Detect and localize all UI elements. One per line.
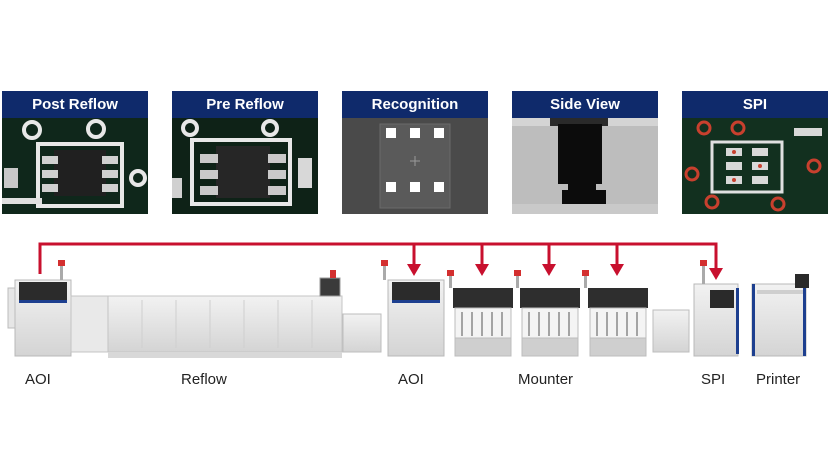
arrowhead-mounter-1 <box>475 264 489 276</box>
arrowhead-aoi <box>407 264 421 276</box>
panel-side-view: Side View <box>512 91 658 214</box>
panel-title: Post Reflow <box>2 91 148 118</box>
side-view-image <box>512 118 658 214</box>
panel-pre-reflow: Pre Reflow <box>172 91 318 214</box>
panel-title: Side View <box>512 91 658 118</box>
machine-mounter-1 <box>447 270 513 357</box>
feedback-line <box>38 242 718 274</box>
machine-label-aoi-2: AOI <box>398 371 424 388</box>
machine-spi <box>693 260 739 357</box>
arrowhead-spi <box>709 268 723 280</box>
panel-spi: SPI <box>682 91 828 214</box>
post-reflow-image <box>2 118 148 214</box>
pre-reflow-image <box>172 118 318 214</box>
machine-label-printer: Printer <box>756 371 801 388</box>
recognition-image <box>342 118 488 214</box>
machine-label-aoi-1: AOI <box>25 371 51 388</box>
feedback-lines <box>38 242 718 274</box>
arrowhead-mounter-2 <box>542 264 556 276</box>
machine-reflow <box>70 270 343 358</box>
machine-mounter-3 <box>582 270 648 357</box>
machine-conveyor-2 <box>652 309 690 353</box>
panel-recognition: Recognition <box>342 91 488 214</box>
production-line-diagram <box>7 242 809 358</box>
machine-label-reflow: Reflow <box>181 371 227 388</box>
panel-title: Pre Reflow <box>172 91 318 118</box>
machine-aoi-1 <box>7 260 72 357</box>
arrowhead-mounter-3 <box>610 264 624 276</box>
machine-label-spi: SPI <box>701 371 726 388</box>
feedback-arrowheads <box>407 264 723 280</box>
machine-mounter-2 <box>514 270 580 357</box>
machine-conveyor-1 <box>342 313 382 353</box>
machine-aoi-2 <box>381 260 445 357</box>
panel-title: Recognition <box>342 91 488 118</box>
spi-image <box>682 118 828 214</box>
machine-label-mounter: Mounter <box>518 371 574 388</box>
machine-printer <box>751 274 809 357</box>
panel-title: SPI <box>682 91 828 118</box>
panel-post-reflow: Post Reflow <box>2 91 148 214</box>
